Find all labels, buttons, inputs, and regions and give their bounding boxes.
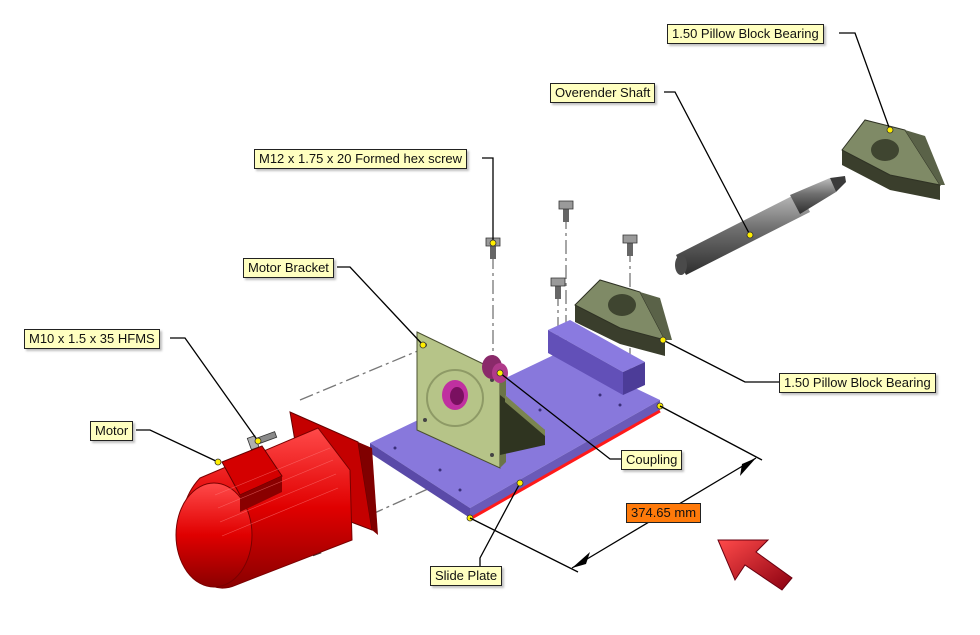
callout-motor-bracket[interactable]: Motor Bracket (243, 258, 334, 278)
dimension-arrowhead-right (740, 458, 756, 476)
hex-screws[interactable] (485, 200, 638, 299)
motor[interactable] (175, 411, 378, 589)
pillow-block-bearing-upper[interactable] (841, 119, 945, 200)
callout-bearing-top[interactable]: 1.50 Pillow Block Bearing (667, 24, 824, 44)
callout-slide-plate[interactable]: Slide Plate (430, 566, 503, 586)
pillow-block-bearing-lower[interactable] (574, 279, 672, 356)
leader-dots (214, 126, 894, 522)
callout-motor[interactable]: Motor (90, 421, 134, 441)
callout-bearing-right[interactable]: 1.50 Pillow Block Bearing (779, 373, 936, 393)
leader-lines (136, 32, 891, 566)
callout-overender-shaft[interactable]: Overender Shaft (550, 83, 656, 103)
motor-bracket[interactable] (416, 331, 545, 469)
callout-hfms[interactable]: M10 x 1.5 x 35 HFMS (24, 329, 160, 349)
callout-hex-screw[interactable]: M12 x 1.75 x 20 Formed hex screw (254, 149, 468, 169)
overender-shaft[interactable] (675, 176, 846, 275)
dimension-arrowhead-left (572, 552, 590, 568)
red-arrow-icon (717, 539, 793, 591)
dimension-label[interactable]: 374.65 mm (626, 503, 702, 523)
callout-coupling[interactable]: Coupling (621, 450, 683, 470)
